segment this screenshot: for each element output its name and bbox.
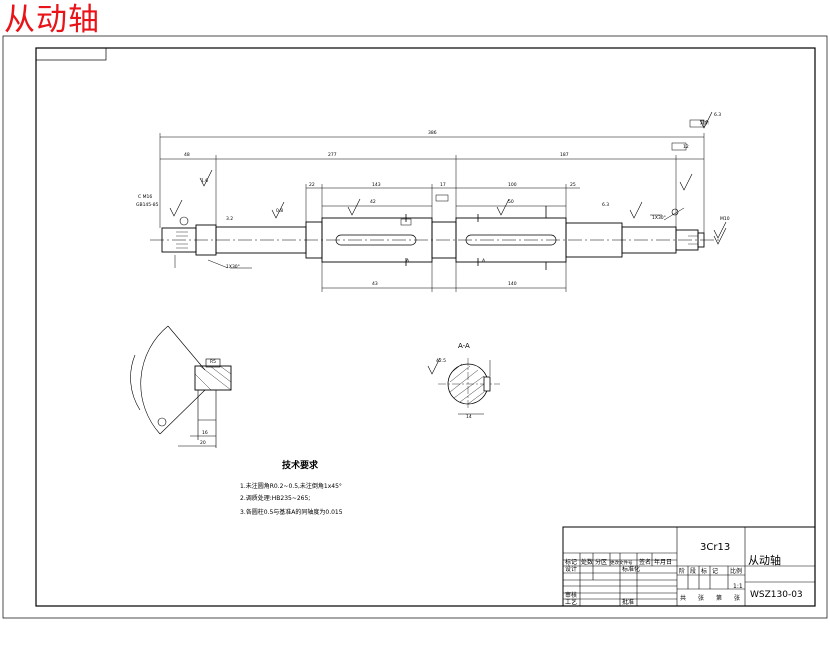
tolerance-frames [400, 119, 705, 226]
sheet-2: 第 [716, 594, 722, 602]
keyway-left [335, 234, 417, 246]
rev-header-5: 年月日 [654, 558, 672, 566]
title-block [562, 526, 816, 607]
part-name: 从动轴 [748, 553, 781, 567]
section-label: A-A [458, 342, 470, 350]
dim-overall: 386 [428, 130, 437, 136]
stage-2: 标 [701, 567, 707, 575]
detail-len1: 16 [202, 430, 208, 436]
dim-seg-d: 100 [508, 182, 517, 188]
role-4: 批准 [622, 598, 634, 606]
stage-5: 比例 [730, 567, 742, 575]
rev-header-4: 签名 [639, 558, 651, 566]
dim-chamfer-right: 1X30° [652, 215, 666, 221]
role-2: 审核 [565, 591, 577, 599]
dim-left-end: 48 [184, 152, 190, 158]
dimension-texts: 386 48 277 187 12 C M16 GB145-85 1X30° 1… [136, 112, 730, 446]
note-2: 2.调质处理:HB235~265; [240, 494, 310, 502]
title-block-texts: 3Cr13 从动轴 WSZ130-03 1:1 标记 处数 分区 更改文件号 签… [565, 542, 803, 606]
role-0: 设计 [565, 565, 577, 573]
page-title: 从动轴 [4, 2, 100, 38]
shaft-outline [161, 217, 705, 263]
section-depth: 42.5 [436, 358, 446, 364]
section-letter-2: A [482, 258, 486, 264]
rest-value: 6.3 [714, 112, 721, 118]
sheet-1: 张 [698, 594, 704, 602]
dim-seg-a: 22 [309, 182, 315, 188]
dim-c-mark: C M16 [138, 194, 152, 200]
keyway-right [465, 234, 557, 246]
dim-key-a: 42 [370, 199, 376, 205]
roughness-symbols [169, 111, 727, 245]
scale: 1:1 [733, 583, 743, 590]
rev-header-1: 处数 [581, 558, 593, 566]
dim-key-total-right: 140 [508, 281, 517, 287]
detail-len2: 20 [200, 440, 206, 446]
corner-box [35, 47, 107, 61]
outer-border [2, 35, 828, 619]
rev-header-3: 更改文件号 [610, 559, 633, 566]
technical-notes: 技术要求 1.未注圆角R0.2~0.5,未注倒角1x45° 2.调质处理:HB2… [240, 459, 343, 516]
section-aa [427, 357, 500, 415]
section-letter-1: A [406, 258, 410, 264]
stage-1: 段 [690, 567, 696, 575]
dim-right-m: M10 [720, 216, 730, 222]
sheet-0: 共 [680, 594, 686, 602]
note-1: 1.未注圆角R0.2~0.5,未注倒角1x45° [240, 482, 342, 490]
rough-b: 1.6 [201, 178, 208, 184]
datum-circle [179, 216, 189, 226]
note-3: 3.各圆柱0.5与基准A的同轴度为0.015 [240, 508, 343, 516]
sheet-3: 张 [734, 594, 740, 602]
stage-3: 记 [712, 568, 718, 575]
rest-mark: 其余 [700, 119, 709, 126]
section-markers [405, 206, 547, 270]
notes-heading: 技术要求 [282, 459, 319, 471]
material: 3Cr13 [700, 542, 730, 553]
rev-header-0: 标记 [565, 558, 577, 566]
dim-key-b: 50 [508, 199, 514, 205]
dim-chamfer-left: 1X30° [226, 264, 240, 270]
thread-hatch [176, 231, 698, 249]
detail-view [130, 325, 232, 448]
rev-header-2: 分区 [595, 558, 607, 566]
rough-a: 0.8 [276, 208, 283, 214]
stage-0: 阶 [679, 567, 685, 575]
dim-right-end: 12 [683, 144, 689, 150]
dim-key-total-left: 43 [372, 281, 378, 287]
rough-c: 3.2 [226, 216, 233, 222]
section-width: 14 [466, 414, 472, 420]
dim-right: 187 [560, 152, 569, 158]
dim-seg-e: 25 [570, 182, 576, 188]
dimension-lines [159, 133, 705, 292]
dim-thread: GB145-85 [136, 202, 159, 208]
detail-r: R5 [210, 359, 216, 365]
drawing-number: WSZ130-03 [750, 590, 803, 600]
dim-middle: 277 [328, 152, 337, 158]
role-1: 标准化 [622, 565, 640, 573]
inner-border [35, 47, 816, 607]
dim-seg-c: 17 [440, 182, 446, 188]
dim-seg-b: 143 [372, 182, 381, 188]
role-3: 工艺 [565, 598, 577, 606]
rough-d: 6.3 [602, 202, 609, 208]
